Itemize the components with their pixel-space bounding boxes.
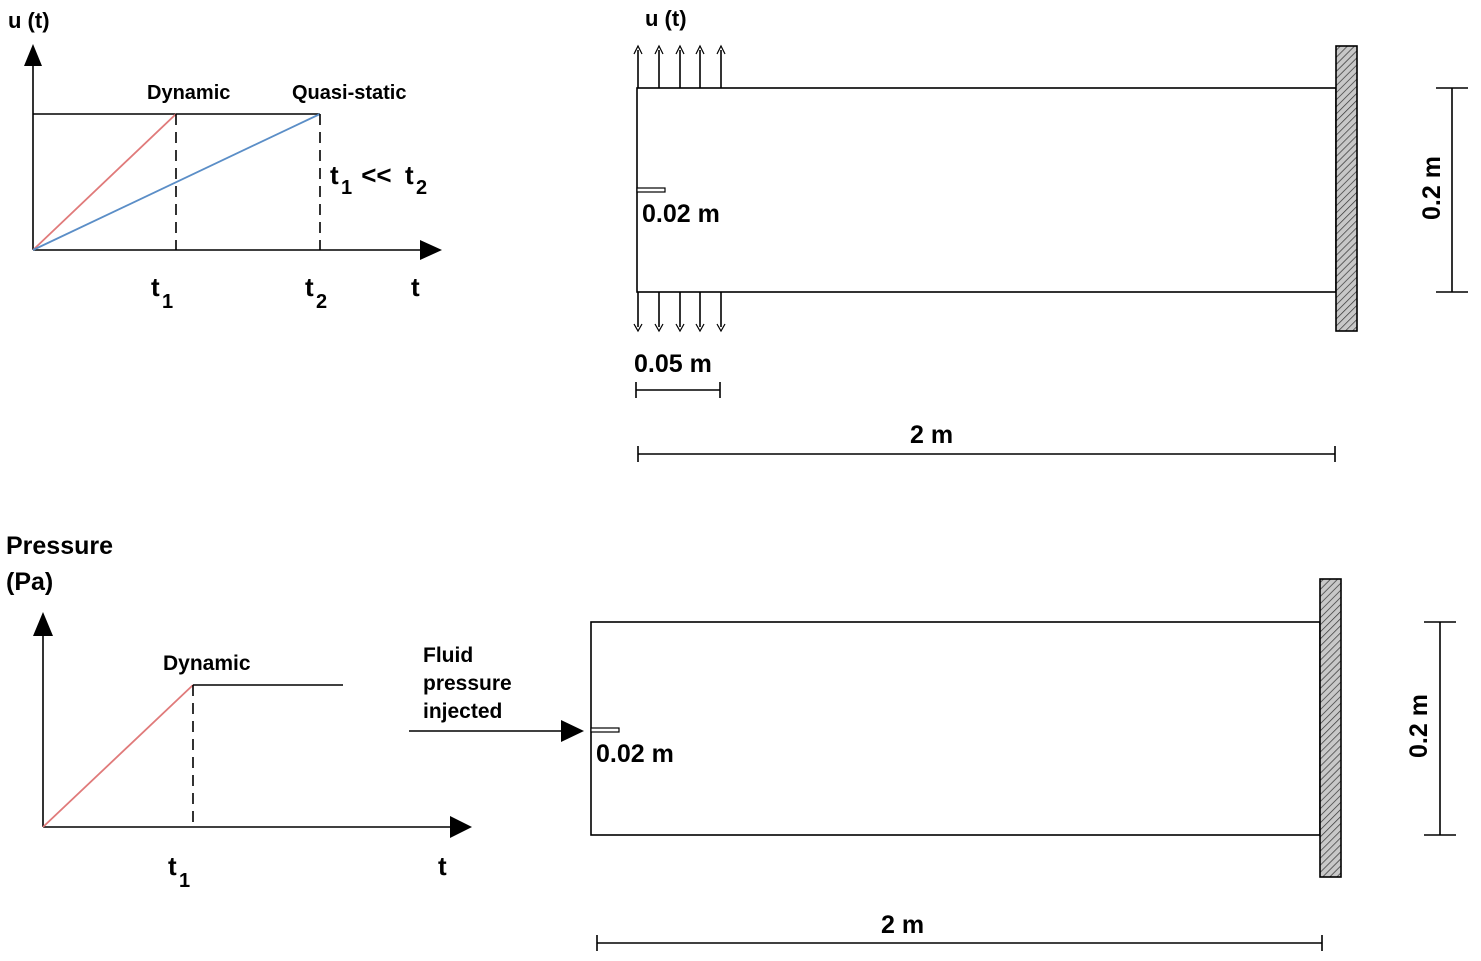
bottom-graph-tick-t1: t 1 [168, 851, 190, 892]
top-graph-y-label: u (t) [8, 8, 50, 33]
bottom-tick-t1-subscript: 1 [179, 870, 190, 892]
top-height-dimension [1436, 87, 1468, 293]
injection-label-line3: injected [423, 700, 502, 723]
top-graph-tick-t1: t 1 [151, 272, 173, 313]
bottom-pressure-graph: Pressure (Pa) Dynamic t 1 t [6, 532, 472, 892]
bottom-graph-x-label: t [438, 851, 447, 881]
top-graph-x-arrowhead [420, 240, 442, 260]
top-graph-y-arrowhead [24, 44, 42, 66]
bottom-graph-y-arrowhead [33, 612, 53, 636]
injection-label-line2: pressure [423, 672, 512, 695]
top-specimen-crack [636, 187, 666, 193]
bottom-specimen-length-label: 2 m [881, 911, 924, 939]
traction-arrow-up [633, 44, 643, 88]
traction-arrow-down [695, 292, 705, 333]
top-specimen-crack-label: 0.02 m [642, 200, 720, 228]
top-specimen-beam [636, 87, 1337, 293]
bottom-specimen-crack-label: 0.02 m [596, 740, 674, 768]
top-specimen: u (t) 0.02 m 0.05 m 2 [633, 6, 1468, 462]
traction-arrow-down [675, 292, 685, 333]
top-specimen-height-label: 0.2 m [1418, 156, 1446, 220]
injection-label-line1: Fluid [423, 644, 473, 667]
relation-operator: << [354, 160, 399, 190]
bottom-graph-y-label-line1: Pressure [6, 532, 113, 560]
bottom-graph-x-arrowhead [450, 816, 472, 838]
top-specimen-load-width-label: 0.05 m [634, 350, 712, 378]
bottom-tick-t1-label: t [168, 851, 177, 881]
traction-arrow-down [633, 292, 643, 333]
top-load-graph: u (t) Dynamic Quasi-static t 1 << t 2 t … [8, 8, 442, 313]
bottom-height-dimension [1424, 621, 1456, 836]
bottom-length-dimension [596, 935, 1323, 951]
bottom-graph-y-label-line2: (Pa) [6, 568, 53, 596]
bottom-specimen-beam [590, 621, 1321, 836]
top-graph-relation: t 1 << t 2 [330, 160, 427, 199]
top-graph-dynamic-ramp [32, 113, 177, 251]
traction-arrow-up [654, 44, 664, 88]
traction-arrow-up [716, 44, 726, 88]
top-specimen-length-label: 2 m [910, 421, 953, 449]
bottom-traction-arrows [633, 292, 726, 333]
bottom-specimen: Fluid pressure injected 0.02 m 2 m 0.2 m [409, 578, 1456, 951]
top-length-dimension [637, 446, 1336, 462]
top-specimen-load-label: u (t) [645, 6, 687, 31]
top-graph-x-label: t [411, 272, 420, 302]
bottom-specimen-crack [590, 727, 620, 733]
bottom-specimen-fixed-support [1319, 578, 1342, 878]
top-traction-arrows [633, 44, 726, 88]
bottom-graph-dynamic-ramp [42, 684, 194, 828]
tick-t1-label: t [151, 272, 160, 302]
traction-arrow-down [716, 292, 726, 333]
relation-t1: t [330, 160, 339, 190]
traction-arrow-up [695, 44, 705, 88]
traction-arrow-down [654, 292, 664, 333]
injection-arrowhead [561, 720, 584, 742]
bottom-specimen-height-label: 0.2 m [1405, 694, 1433, 758]
relation-t2-subscript: 2 [416, 177, 427, 199]
top-specimen-fixed-support [1335, 45, 1358, 332]
load-width-dimension [635, 382, 721, 398]
top-graph-quasistatic-ramp [32, 113, 321, 251]
traction-arrow-up [675, 44, 685, 88]
relation-t2: t [405, 160, 414, 190]
tick-t2-subscript: 2 [316, 291, 327, 313]
relation-t1-subscript: 1 [341, 177, 352, 199]
tick-t2-label: t [305, 272, 314, 302]
bottom-graph-dynamic-label: Dynamic [163, 652, 251, 675]
top-graph-quasistatic-label: Quasi-static [292, 82, 406, 104]
top-graph-tick-t2: t 2 [305, 272, 327, 313]
top-graph-dynamic-label: Dynamic [147, 82, 230, 104]
tick-t1-subscript: 1 [162, 291, 173, 313]
